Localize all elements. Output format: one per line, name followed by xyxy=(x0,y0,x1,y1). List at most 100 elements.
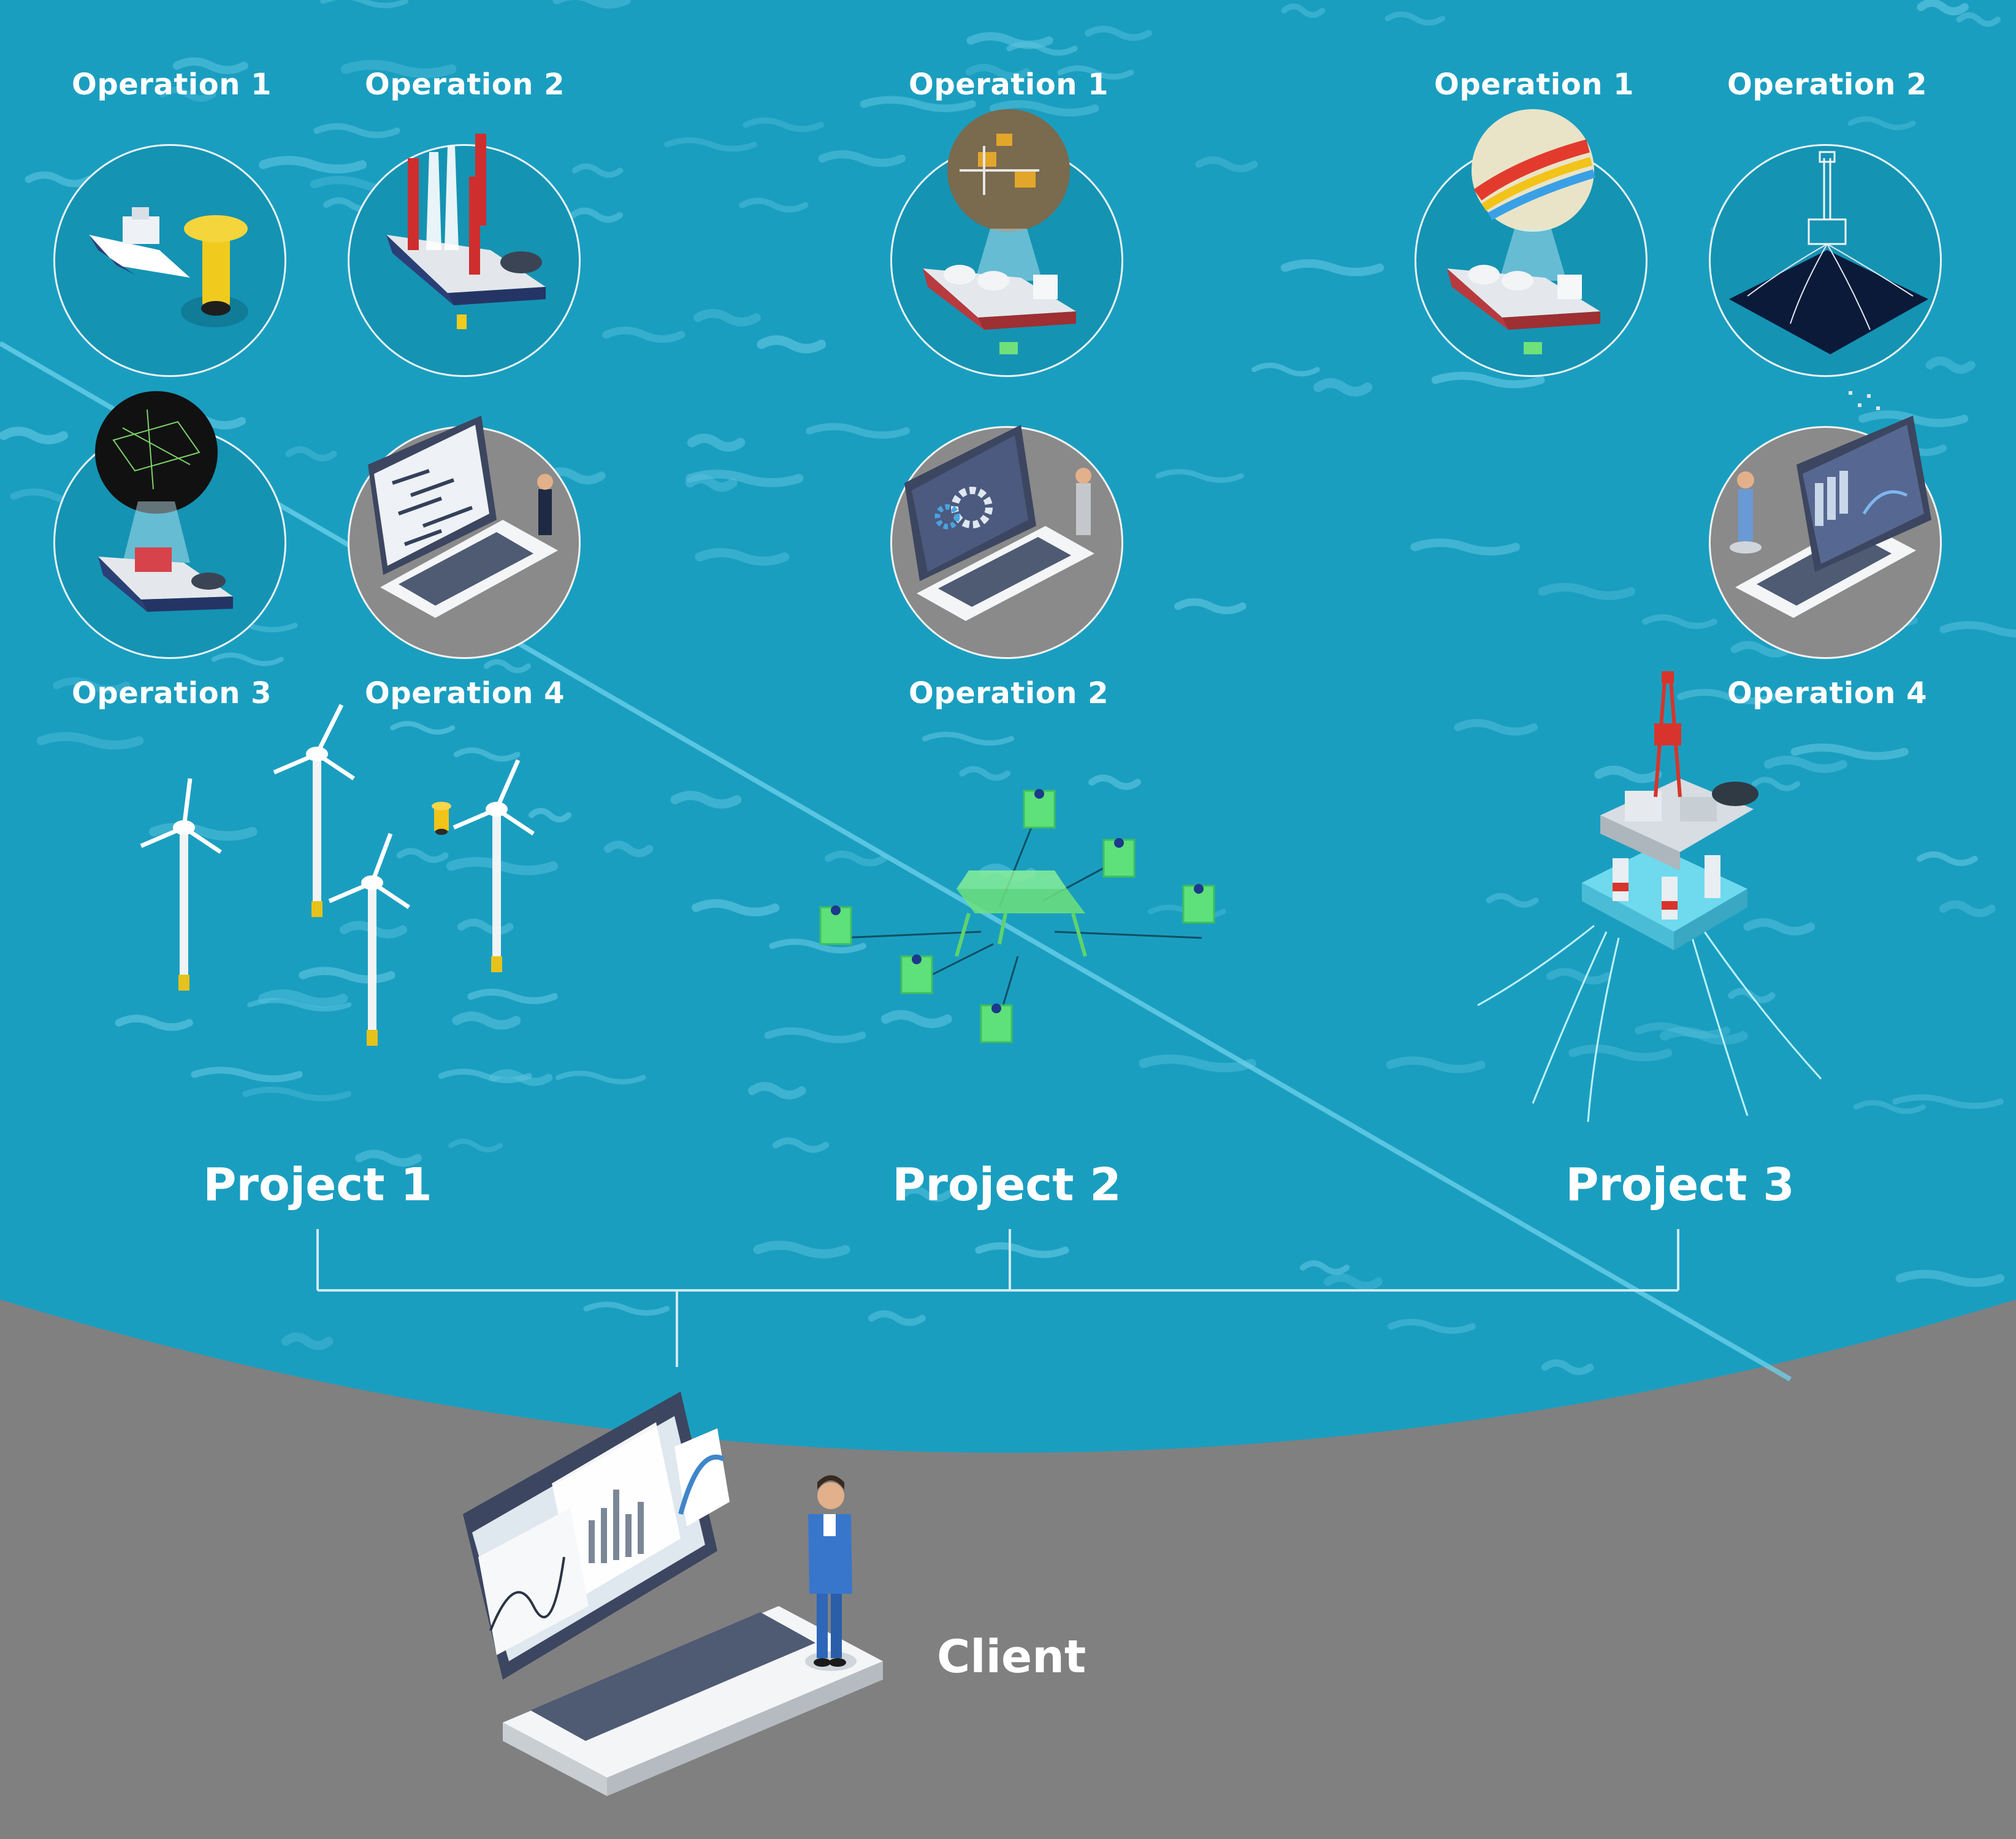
wave-squiggle xyxy=(1431,371,1545,389)
vessel-3d-scan-icon xyxy=(95,391,233,612)
wave-squiggle xyxy=(53,677,131,694)
wave-squiggle xyxy=(1280,259,1384,276)
wave-squiggle xyxy=(685,470,804,487)
wave-squiggle xyxy=(693,309,761,327)
laptop-schedule-icon xyxy=(368,416,558,618)
wave-squiggle xyxy=(390,721,456,735)
wave-squiggle xyxy=(1155,469,1244,483)
client-label: Client xyxy=(937,1631,1086,1683)
wave-squiggle xyxy=(569,207,624,223)
wave-squiggle xyxy=(453,747,521,762)
project-label: Project 1 xyxy=(203,1159,432,1211)
operation-label: Operation 2 xyxy=(1727,67,1927,102)
wave-squiggle xyxy=(285,446,337,462)
wave-squiggle xyxy=(313,123,400,139)
wave-squiggle xyxy=(555,1070,646,1085)
wave-squiggle xyxy=(692,899,780,916)
wave-squiggle xyxy=(242,1086,351,1102)
wave-squiggle xyxy=(825,850,888,867)
wave-squiggle xyxy=(818,150,906,167)
wave-squiggle xyxy=(603,840,654,858)
wave-squiggle xyxy=(25,171,93,188)
wave-squiggle xyxy=(1299,1260,1350,1275)
wave-squiggle xyxy=(1917,851,1978,866)
wave-squiggle xyxy=(1324,1273,1383,1291)
laptop-dashboard-icon xyxy=(1730,391,1931,618)
client-laptop-icon xyxy=(463,1392,883,1796)
wave-squiggle xyxy=(880,1010,952,1029)
project-label: Project 2 xyxy=(892,1159,1121,1211)
wave-squiggle xyxy=(1677,688,1780,705)
wave-squiggle xyxy=(747,1082,806,1100)
wave-squiggle xyxy=(1956,12,2001,27)
wave-squiggle xyxy=(764,1027,866,1043)
offshore-wind-farm-icon xyxy=(140,704,535,1046)
operation-label: Operation 1 xyxy=(909,67,1109,102)
wave-squiggle xyxy=(687,433,746,452)
wave-squiggle xyxy=(868,1310,926,1327)
wave-squiggle xyxy=(299,967,395,984)
wave-squiggle xyxy=(552,0,632,9)
operation-label: Operation 4 xyxy=(1727,676,1927,710)
wave-squiggle xyxy=(1939,621,2016,638)
wave-squiggle xyxy=(1925,356,1976,374)
wave-squiggle xyxy=(149,822,258,841)
seabed-cable-line xyxy=(0,341,1792,1382)
wave-squiggle xyxy=(1281,3,1326,18)
wave-squiggle xyxy=(1088,774,1141,790)
wave-squiggle xyxy=(664,137,758,152)
wave-squiggle xyxy=(1751,777,1801,791)
wave-squiggle xyxy=(899,1186,952,1202)
wave-squiggle xyxy=(1917,0,1969,16)
wave-squiggle xyxy=(975,1242,1069,1258)
wave-squiggle xyxy=(571,163,624,178)
wave-squiggle xyxy=(602,326,685,343)
project-1-operation-1-illustration xyxy=(53,144,286,377)
wave-squiggle xyxy=(457,918,514,935)
wave-squiggle xyxy=(1546,968,1612,984)
wave-squiggle xyxy=(739,197,809,213)
wave-squiggle xyxy=(258,989,348,1008)
wave-squiggle xyxy=(757,335,827,354)
wave-squiggle xyxy=(922,731,1015,746)
platform-mooring-model-icon xyxy=(1729,151,1928,354)
wave-squiggle xyxy=(966,32,1053,49)
wave-squiggle xyxy=(438,1068,532,1083)
jack-up-vessel-icon xyxy=(386,134,546,329)
wave-squiggle xyxy=(1085,25,1152,41)
wave-squiggle xyxy=(1139,1054,1256,1073)
wind-turbine-icon xyxy=(273,704,355,917)
wave-squiggle xyxy=(528,807,572,823)
wave-squiggle xyxy=(1410,538,1521,556)
wave-squiggle xyxy=(1313,378,1373,397)
wave-squiggle xyxy=(772,1137,830,1153)
project-3-operation-1-illustration xyxy=(1415,109,1648,377)
wave-squiggle xyxy=(743,117,824,132)
wave-squiggle xyxy=(1594,766,1662,783)
wave-squiggle xyxy=(1386,1056,1486,1073)
wave-squiggle xyxy=(583,1301,670,1316)
wave-squiggle xyxy=(753,1241,850,1258)
wave-squiggle xyxy=(172,57,248,74)
vessel-subsea-model-icon xyxy=(923,109,1076,354)
wave-squiggle xyxy=(1486,893,1539,908)
project-connector xyxy=(316,1229,1679,1367)
wave-squiggle xyxy=(115,1015,193,1031)
wave-squiggle xyxy=(1641,614,1717,630)
wave-squiggle xyxy=(1174,598,1247,615)
wave-squiggle xyxy=(1538,582,1635,600)
wave-squiggle xyxy=(1635,1022,1730,1039)
project-3-operation-4-illustration xyxy=(1709,391,1942,659)
wave-squiggle xyxy=(211,652,284,666)
wave-squiggle xyxy=(1763,755,1847,773)
wave-squiggle xyxy=(990,100,1099,117)
wave-squiggle xyxy=(483,659,531,674)
wave-squiggle xyxy=(36,732,144,750)
project-1-operation-4-illustration xyxy=(348,416,581,659)
operation-label: Operation 1 xyxy=(72,67,272,102)
wave-squiggle xyxy=(1853,1100,1926,1114)
wave-squiggle xyxy=(1195,156,1258,172)
subsea-manifold-field-icon xyxy=(819,789,1215,1043)
wave-squiggle xyxy=(320,0,408,9)
